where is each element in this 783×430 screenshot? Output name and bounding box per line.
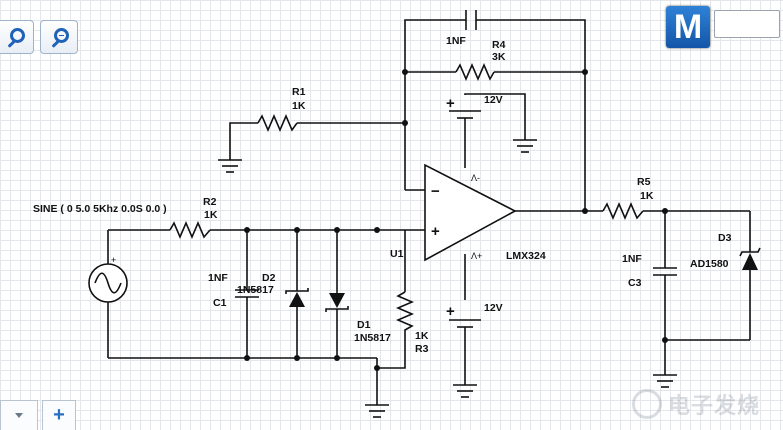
resistor-r3[interactable] (395, 291, 415, 338)
r1-name: R1 (292, 86, 306, 98)
junctions (244, 69, 668, 371)
battery-top-plus: + (446, 95, 455, 112)
r5-name: R5 (637, 176, 651, 188)
zener-d3[interactable] (739, 247, 761, 270)
c3-name: C3 (628, 277, 642, 289)
resistor-r1[interactable] (257, 113, 298, 133)
resistor-r2[interactable] (169, 220, 211, 240)
resistor-r4[interactable] (455, 62, 495, 82)
r3-value: 1K (415, 330, 429, 342)
r1-value: 1K (292, 100, 306, 112)
ground-icon (365, 404, 389, 418)
opamp-minus: − (431, 183, 440, 200)
page-dropdown[interactable] (0, 400, 38, 430)
zoom-out-icon (9, 27, 25, 43)
r2-value: 1K (204, 209, 218, 221)
supply-bottom-voltage: 12V (484, 302, 503, 314)
source-label: SINE ( 0 5.0 5Khz 0.0S 0.0 ) (33, 203, 167, 215)
opamp-pin-neg: Λ- (471, 173, 480, 183)
d3-name: D3 (718, 232, 732, 244)
opamp-u1[interactable] (424, 163, 517, 262)
ground-icon (513, 139, 537, 153)
d3-part: AD1580 (690, 258, 729, 270)
watermark-logo-icon (632, 389, 662, 419)
resistor-r5[interactable] (602, 201, 644, 221)
watermark: 电子发烧 (632, 384, 780, 424)
ground-icon (653, 374, 677, 388)
feedback-capacitor-value: 1NF (446, 35, 466, 47)
zoom-in-icon (53, 27, 69, 43)
logo-letter: M (673, 7, 703, 46)
c1-value: 1NF (208, 272, 228, 284)
capacitor-c1[interactable] (235, 289, 259, 298)
zoom-in-button[interactable] (40, 20, 78, 54)
battery-top[interactable] (449, 110, 481, 119)
schottky-d2[interactable] (285, 288, 309, 307)
opamp-ref: U1 (390, 248, 404, 260)
brand-input-box[interactable] (714, 10, 780, 38)
opamp-plus: + (431, 223, 440, 240)
opamp-pin-pos: Λ+ (471, 251, 482, 261)
ground-icon (218, 159, 242, 173)
c3-value: 1NF (622, 253, 642, 265)
wires (107, 19, 751, 405)
d2-part: 1N5817 (237, 284, 274, 296)
zoom-out-button[interactable] (0, 20, 34, 54)
c1-name: C1 (213, 297, 227, 309)
ground-icon (453, 384, 477, 398)
feedback-capacitor[interactable] (465, 10, 477, 30)
d1-name: D1 (357, 319, 371, 331)
r5-value: 1K (640, 190, 654, 202)
watermark-mark: 电子发烧 (668, 393, 761, 418)
r4-value: 3K (492, 51, 506, 63)
sine-source[interactable] (88, 263, 128, 303)
opamp-part: LMX324 (506, 250, 546, 262)
schottky-d1[interactable] (325, 293, 349, 312)
chevron-down-icon (15, 413, 23, 418)
plus-icon: + (53, 404, 65, 426)
battery-bottom[interactable] (449, 319, 481, 328)
d1-part: 1N5817 (354, 332, 391, 344)
source-plus: + (111, 255, 116, 265)
capacitor-c3[interactable] (653, 267, 677, 276)
supply-top-voltage: 12V (484, 94, 503, 106)
r2-name: R2 (203, 196, 217, 208)
d2-name: D2 (262, 272, 276, 284)
add-page-button[interactable]: + (42, 400, 76, 430)
r4-name: R4 (492, 39, 506, 51)
battery-bottom-plus: + (446, 303, 455, 320)
r3-name: R3 (415, 343, 429, 355)
brand-logo: M (666, 6, 710, 48)
